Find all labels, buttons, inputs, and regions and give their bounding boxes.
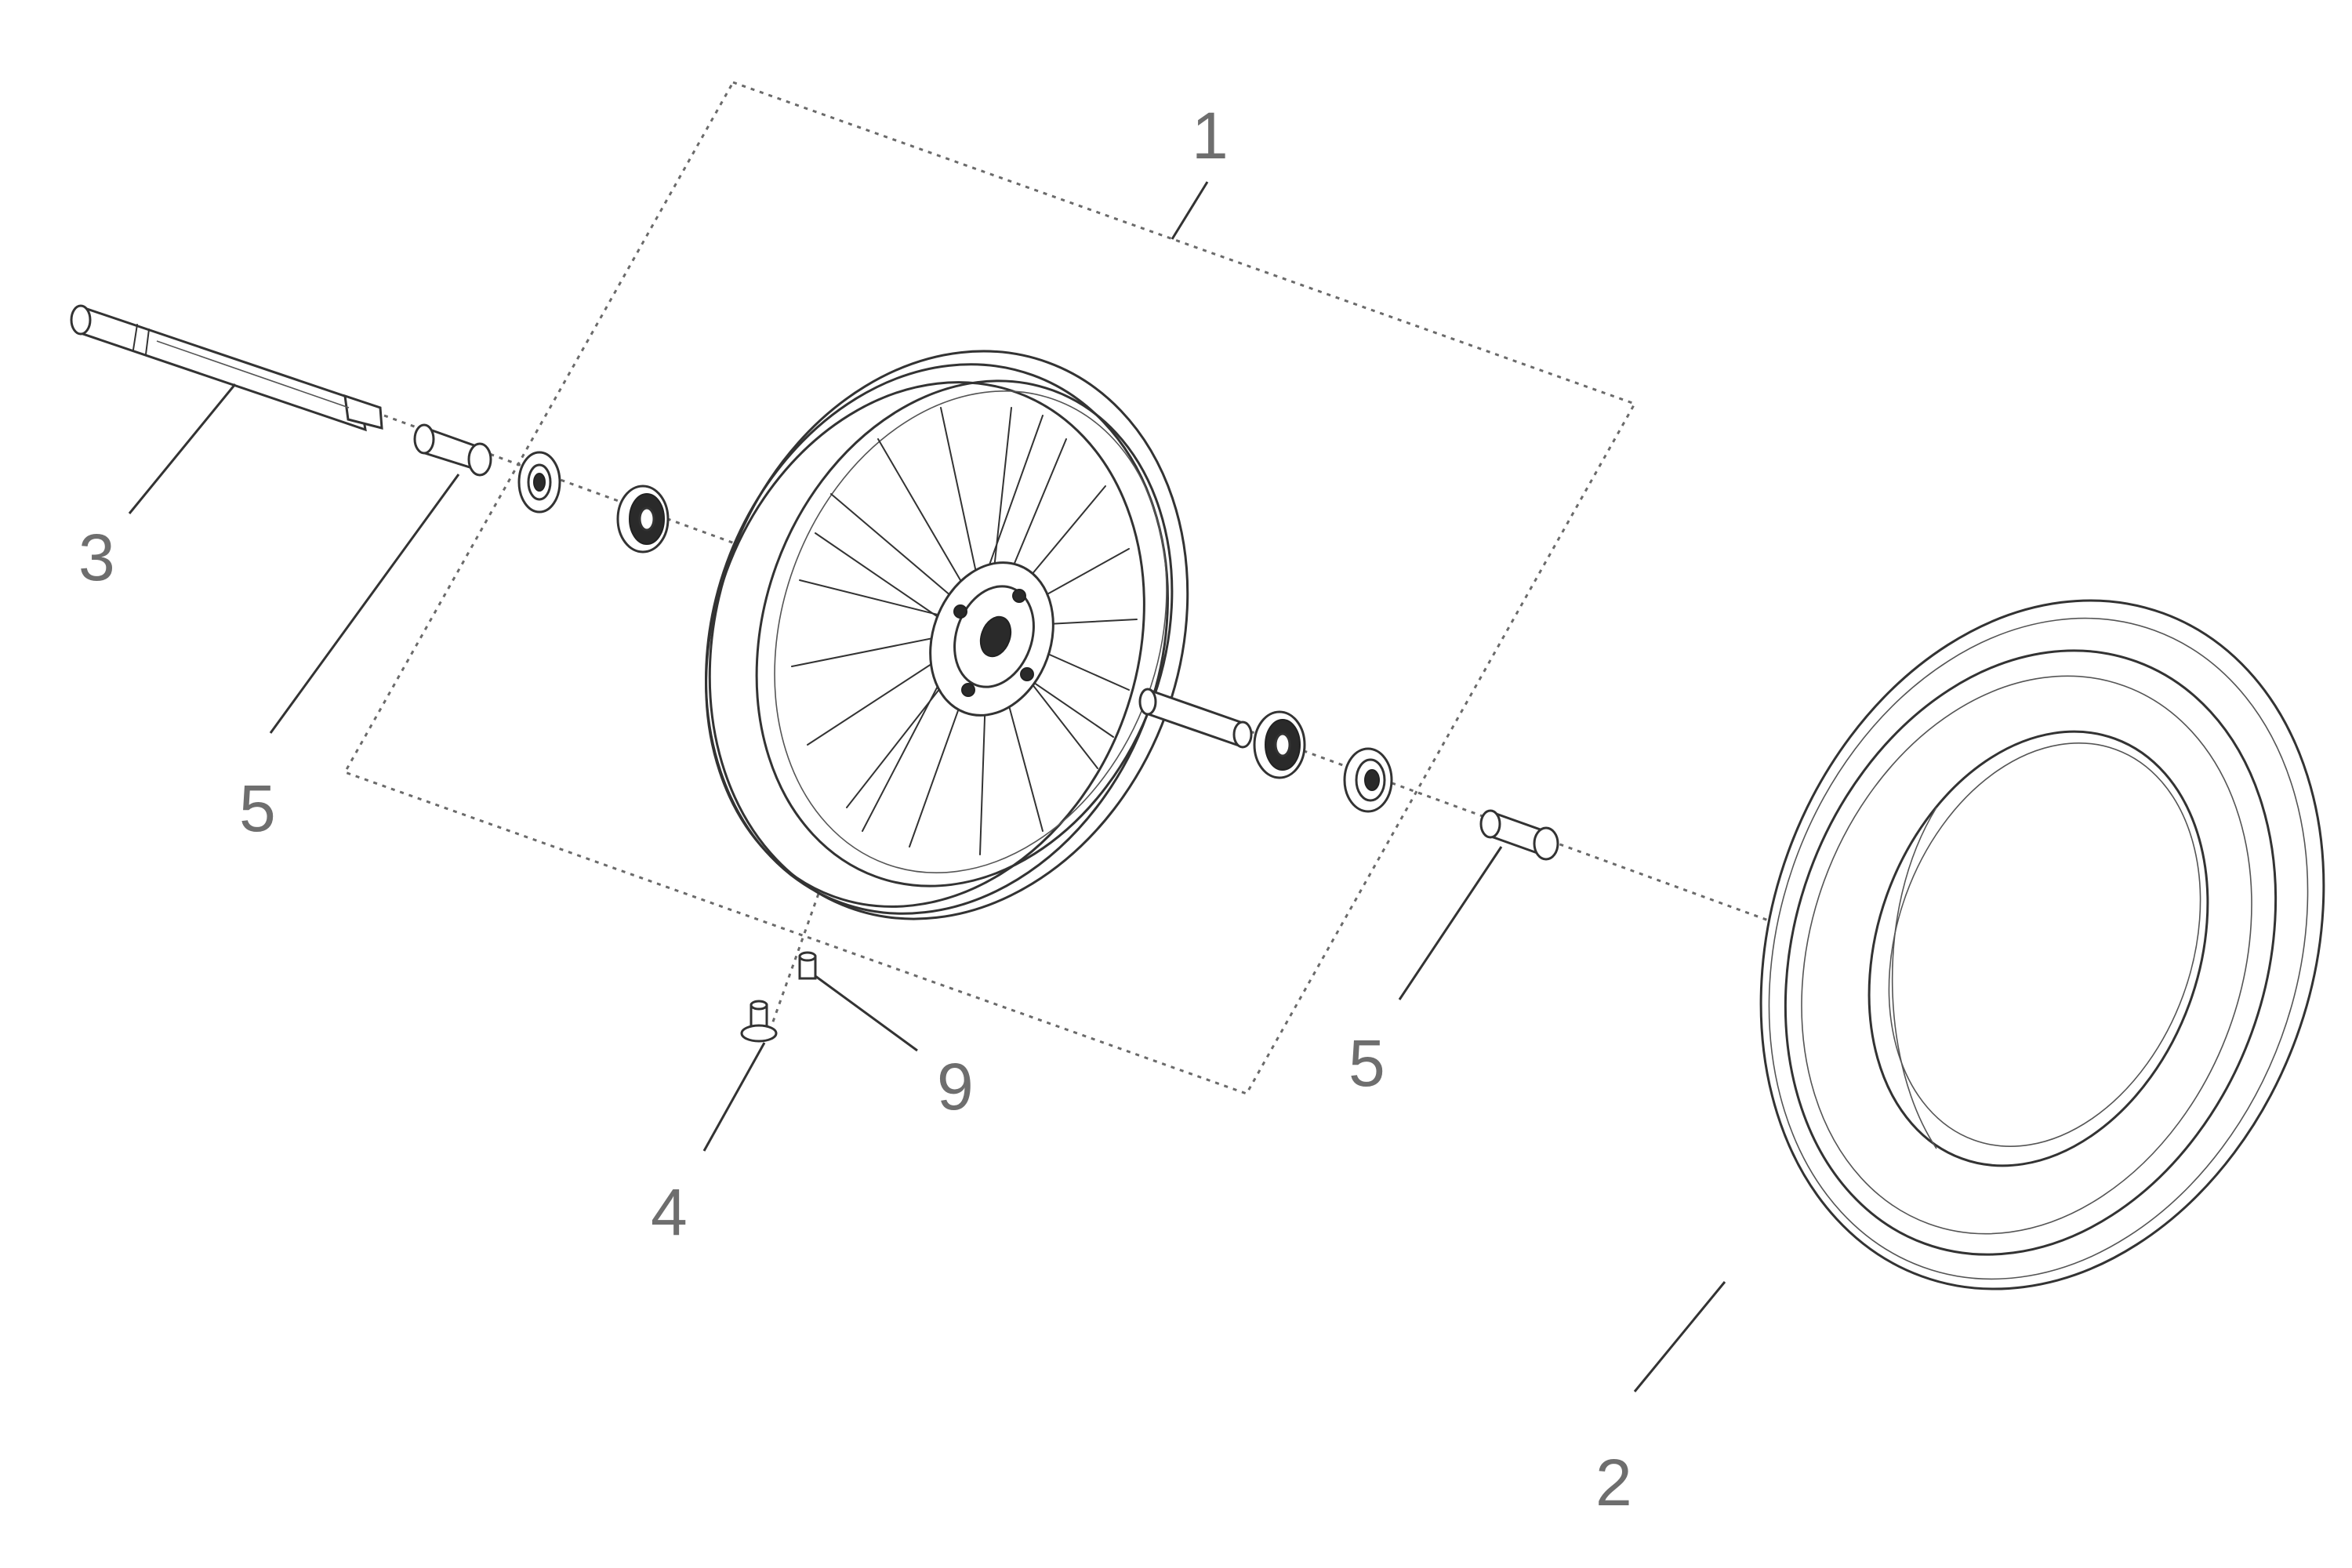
oil-seal-right[interactable]	[1343, 747, 1393, 813]
spacer-part-5-left[interactable]	[413, 423, 492, 477]
hub-sleeve[interactable]	[1138, 688, 1253, 749]
callout-2: 2	[1595, 1446, 1632, 1519]
wheel-rim-part-1[interactable]	[631, 283, 1265, 986]
bearing-right[interactable]	[1253, 710, 1306, 779]
callout-5-right: 5	[1348, 1026, 1385, 1100]
callout-9: 9	[937, 1050, 974, 1123]
axle-centerline	[383, 414, 2008, 1009]
valve-part-9[interactable]	[798, 951, 817, 980]
leader-lines	[128, 181, 1726, 1392]
callout-5-left: 5	[239, 771, 276, 845]
valve-stem-part-4[interactable]	[740, 1000, 778, 1043]
callout-1: 1	[1192, 99, 1229, 172]
spacer-part-5-right[interactable]	[1479, 809, 1559, 861]
callout-4: 4	[651, 1175, 688, 1249]
callout-3: 3	[78, 521, 115, 594]
tire-part-2[interactable]	[1668, 521, 2352, 1369]
oil-seal-left[interactable]	[517, 451, 561, 514]
axle-part-3[interactable]	[70, 304, 383, 432]
bearing-left[interactable]	[616, 485, 670, 554]
